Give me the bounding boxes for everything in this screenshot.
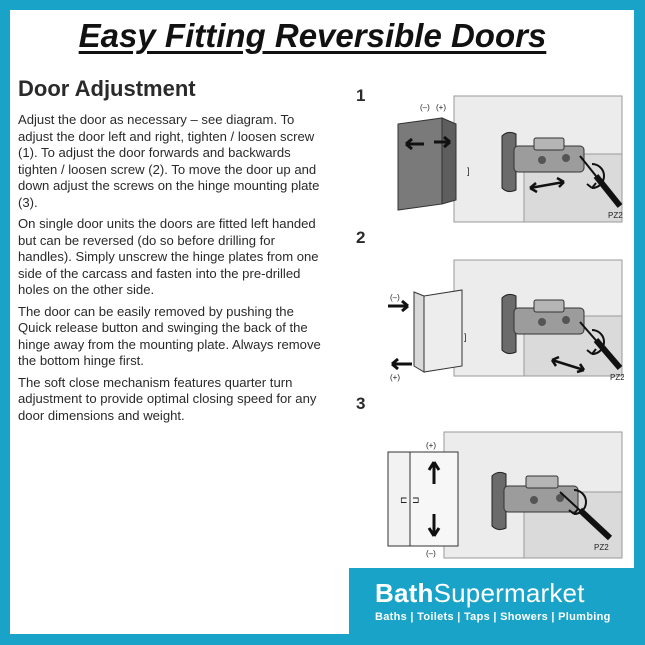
label-plus: (+) (390, 373, 400, 382)
page-frame: Easy Fitting Reversible Doors Door Adjus… (10, 10, 634, 634)
screwdriver-icon (579, 155, 623, 208)
arrow-up-down-icon (427, 461, 441, 537)
label-minus: (–) (420, 103, 430, 112)
screwdriver-icon (579, 321, 623, 370)
door-edge (413, 291, 425, 373)
section-heading: Door Adjustment (18, 76, 196, 101)
brand-name-light: Supermarket (433, 578, 585, 608)
label-plus: (+) (436, 103, 446, 112)
brand-tagline: Baths | Toilets | Taps | Showers | Plumb… (375, 611, 611, 623)
door-edge (441, 117, 457, 205)
hinge-diagram-3: ⊏ ⊐ (+) (–) PZ2 (387, 431, 623, 559)
brand-logo: BathSupermarket (375, 578, 585, 609)
rotate-arrow-icon (586, 163, 605, 189)
door-panel (423, 289, 463, 373)
screwdriver-icon (559, 491, 613, 541)
label-minus: (–) (426, 549, 436, 558)
brand-banner: BathSupermarket Baths | Toilets | Taps |… (349, 568, 634, 634)
arrow-left-icon (391, 357, 412, 371)
svg-text:⊐: ⊐ (412, 495, 420, 505)
rotate-arrow-icon (568, 489, 587, 515)
step-number-2: 2 (356, 228, 366, 247)
rotate-arrow-icon (586, 329, 605, 355)
tool-label: PZ2 (594, 543, 609, 552)
arrow-left-right-icon (529, 176, 565, 194)
step-number-3: 3 (356, 394, 366, 413)
hinge-icon (501, 293, 585, 355)
label-plus: (+) (426, 441, 436, 450)
arrow-left-right-icon (405, 135, 451, 151)
svg-text:]: ] (464, 332, 467, 342)
paragraph-reverse: On single door units the doors are fitte… (18, 216, 319, 297)
hinge-diagram-1: ] (–) (+) PZ2 (397, 95, 623, 223)
hinge-icon (491, 471, 579, 531)
paragraph-remove: The door can be easily removed by pushin… (18, 303, 321, 369)
brand-name-bold: Bath (375, 578, 434, 608)
svg-text:]: ] (467, 166, 470, 176)
paragraph-soft-close: The soft close mechanism features quarte… (18, 374, 317, 423)
page-title: Easy Fitting Reversible Doors (78, 17, 547, 54)
arrow-left-right-icon (550, 355, 586, 374)
hinge-icon (501, 131, 585, 193)
svg-text:⊏: ⊏ (400, 495, 408, 505)
arrow-right-icon (388, 299, 409, 313)
tool-label: PZ2 (610, 373, 624, 382)
tool-label: PZ2 (608, 211, 623, 220)
hinge-diagram-2: ] (–) (+) PZ2 (388, 259, 624, 382)
step-number-1: 1 (356, 86, 366, 105)
paragraph-adjust: Adjust the door as necessary – see diagr… (18, 112, 320, 210)
label-minus: (–) (390, 293, 400, 302)
door-panel (397, 117, 443, 211)
instructions-text: Adjust the door as necessary – see diagr… (18, 112, 330, 429)
